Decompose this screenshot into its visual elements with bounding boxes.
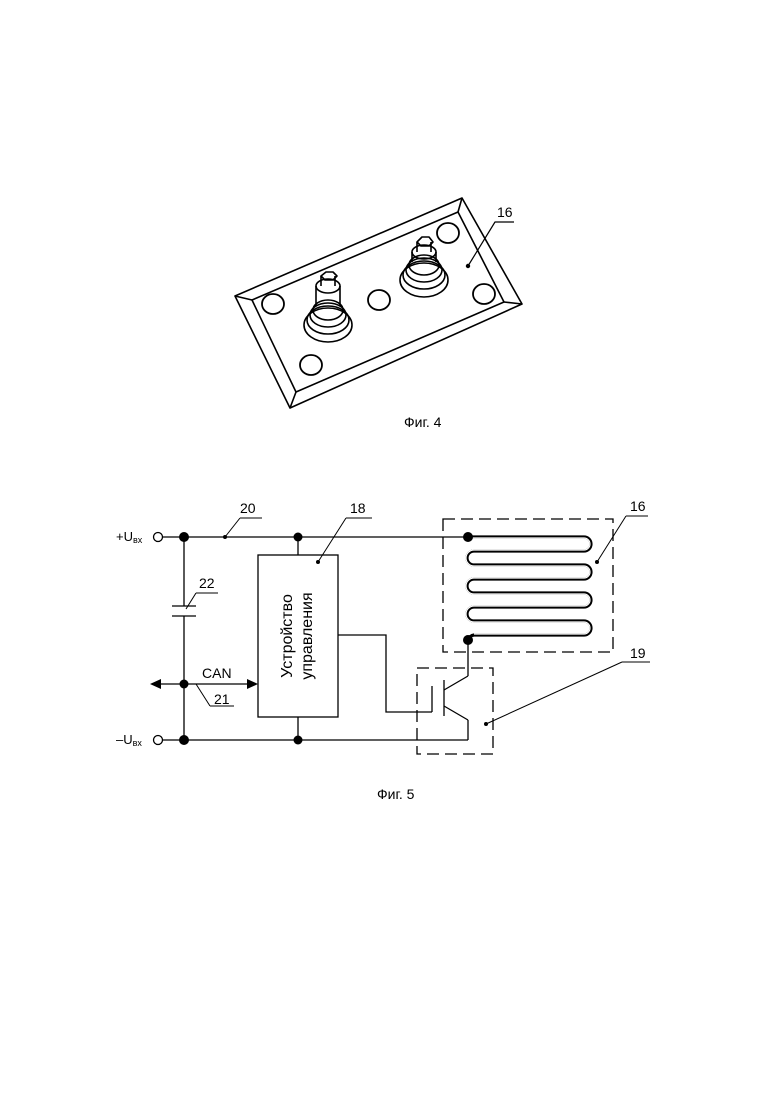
plate-top-face [252,212,504,392]
ref-controller-18: 18 [350,500,366,516]
terminal-plus-label: +Uвх [116,529,143,545]
ref-transistor-19: 19 [630,645,646,661]
heater-plate-drawing: 16 Фиг. 4 [0,180,780,450]
ref-bus-20: 20 [240,500,256,516]
terminal-left [304,272,352,342]
mounting-hole [262,294,284,314]
terminal-minus-label: –Uвх [116,732,142,748]
figure-4: 16 Фиг. 4 [0,180,780,450]
terminal-minus-circle [154,736,163,745]
controller-label-line2: управления [299,592,316,679]
heating-coil [467,537,591,640]
ref-can-21: 21 [214,691,230,707]
ref-capacitor-22: 22 [199,575,215,591]
terminal-plus-circle [154,533,163,542]
can-label: CAN [202,665,232,681]
figure-5: +Uвх –Uвх 20 18 16 22 21 19 CAN Устройст… [0,490,780,810]
mounting-hole [368,290,390,310]
controller-label-line1: Устройство [279,594,296,678]
gate-drive-line [338,635,432,712]
control-unit-box [258,555,338,717]
caption-fig-5: Фиг. 5 [377,786,415,802]
ref-heater-16: 16 [630,498,646,514]
transistor-box [417,668,493,754]
caption-fig-4: Фиг. 4 [404,414,442,430]
terminal-right [400,237,448,297]
ref-plate-16: 16 [497,204,513,220]
circuit-schematic: +Uвх –Uвх 20 18 16 22 21 19 CAN Устройст… [0,490,780,810]
mounting-hole [300,355,322,375]
mounting-hole [437,223,459,243]
mounting-hole [473,284,495,304]
